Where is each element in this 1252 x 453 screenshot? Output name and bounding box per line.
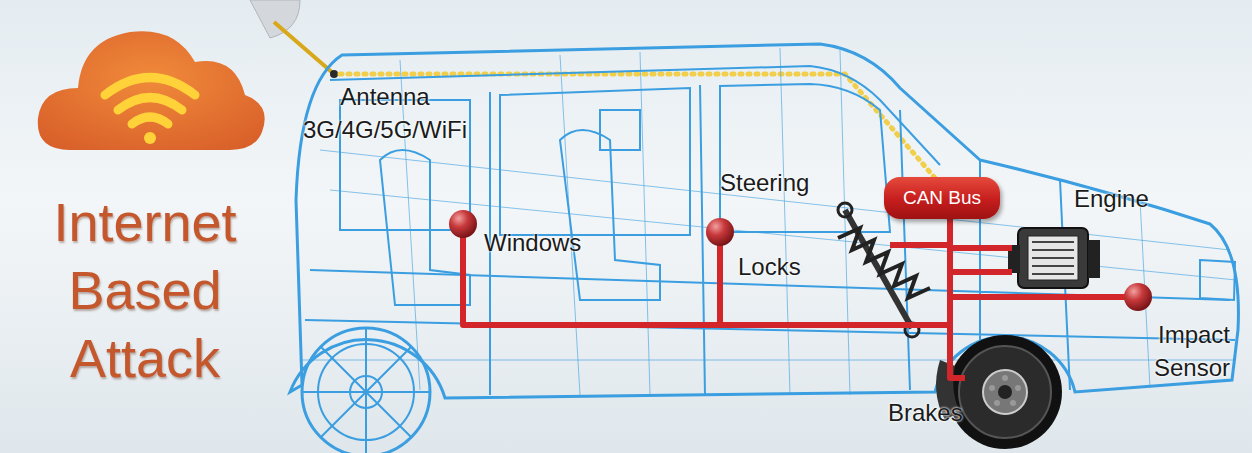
cloud-icon — [38, 31, 265, 150]
wiring-harness — [463, 218, 1138, 378]
antenna-symbol — [250, 0, 935, 178]
steering-spring — [838, 203, 930, 337]
bus-box: CAN Bus — [884, 177, 1000, 219]
sensor-ball — [1124, 283, 1152, 311]
part-label: Impact Sensor — [1115, 318, 1230, 384]
diagram-title: Internet Based Attack — [30, 188, 260, 392]
sensor-ball — [449, 210, 477, 238]
part-label: Brakes — [888, 396, 998, 429]
part-label: Windows — [484, 226, 604, 259]
part-label: Engine — [1074, 182, 1184, 215]
part-label: Locks — [738, 250, 838, 283]
brake-disc — [936, 335, 1062, 449]
car-wireframe — [290, 44, 1238, 453]
engine-symbol — [1008, 228, 1100, 288]
part-label: Steering — [720, 166, 850, 199]
bus-label: CAN Bus — [903, 187, 981, 209]
part-label: Antenna 3G/4G/5G/WiFi — [280, 80, 490, 146]
sensor-ball — [706, 218, 734, 246]
